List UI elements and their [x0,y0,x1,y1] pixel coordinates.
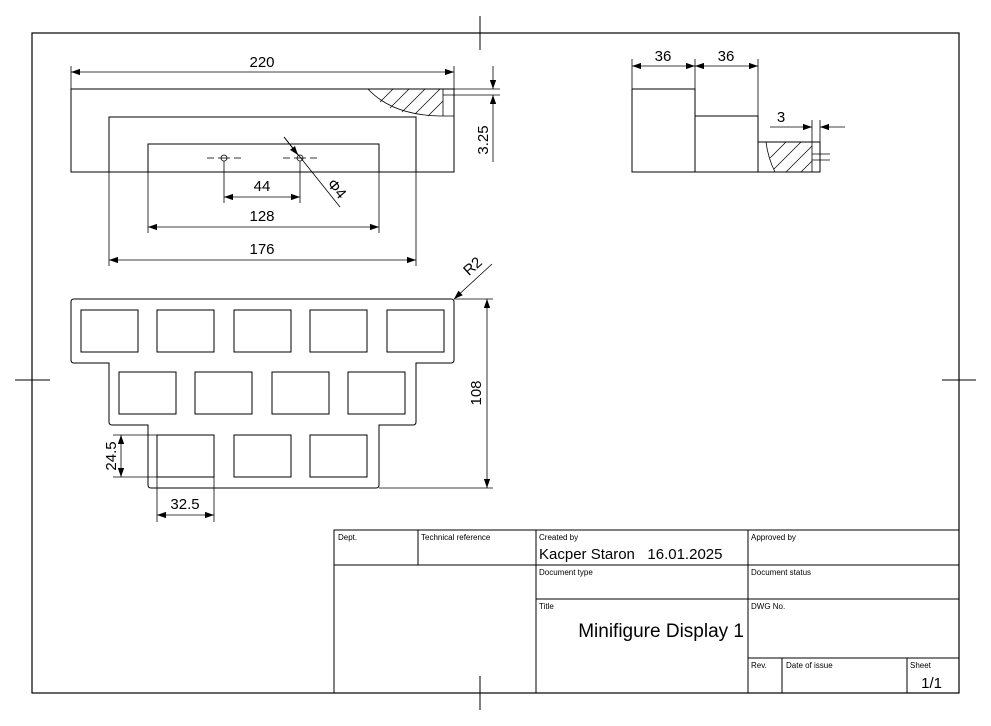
rev-label: Rev. [751,661,767,670]
technical-reference-label: Technical reference [421,533,491,542]
pocket [309,309,368,353]
dim-overall-width: 220 [70,54,455,89]
dwg-no-label: DWG No. [751,602,785,611]
pocket-row-2 [118,371,406,415]
dim-offset: 3 [770,109,845,142]
dim-total-height: 108 [379,298,493,489]
top-view: R2 108 24.5 32.5 [70,254,493,522]
mounting-hole-right [283,154,317,162]
date-of-issue-label: Date of issue [786,661,833,670]
title-label: Title [539,602,554,611]
dim-inner-width-label: 176 [249,241,274,258]
dim-upper-width: 36 [631,48,696,89]
dim-pocket-height: 24.5 [103,434,157,478]
pocket [233,309,292,353]
created-by-value: Kacper Staron 16.01.2025 [539,546,722,563]
pocket [80,309,139,353]
title-block: Dept. Technical reference Created by Kac… [333,529,960,694]
dim-hole-spacing: 44 [223,161,301,203]
dim-hole-spacing-label: 44 [254,178,271,195]
pocket [118,371,177,415]
drawing-title: Minifigure Display 1 [578,621,744,642]
dim-pocket-width-label: 32.5 [170,496,199,513]
dept-label: Dept. [338,533,357,542]
pocket [194,371,253,415]
dim-pocket-width: 32.5 [156,477,215,522]
pocket [271,371,330,415]
dim-total-height-label: 108 [468,380,485,405]
created-by-label: Created by [539,533,578,542]
pocket [156,434,215,478]
dim-upper-width-label: 36 [655,48,672,65]
dim-offset-label: 3 [777,109,785,126]
front-view: 220 3.25 44 128 176 [70,54,500,266]
document-type-label: Document type [539,568,593,577]
pocket [386,309,445,353]
document-status-label: Document status [751,568,811,577]
dim-slot-width: 128 [147,172,380,233]
sheet-value: 1/1 [921,675,942,692]
pocket [347,371,406,415]
sheet-label: Sheet [910,661,932,670]
drawing-frame [15,16,976,710]
side-section-hatch [765,141,830,173]
dim-overall-width-label: 220 [249,54,274,71]
dim-pocket-height-label: 24.5 [103,441,120,470]
dim-hole-diameter-label: Φ4 [323,176,349,202]
dim-lower-width: 36 [695,48,759,116]
dim-inner-width: 176 [108,172,417,266]
dim-step-height: 3.25 [454,66,500,162]
dim-step-height-label: 3.25 [475,125,492,154]
pocket-row-3 [156,434,368,478]
section-hatch [367,88,500,117]
pocket-row-1 [80,309,445,353]
dim-lower-width-label: 36 [718,48,735,65]
dim-slot-width-label: 128 [249,208,274,225]
pocket [309,434,368,478]
approved-by-label: Approved by [751,533,796,542]
dim-corner-radius: R2 [453,254,493,300]
mounting-hole-left [207,154,241,162]
side-view: 36 36 3 [631,48,845,173]
pocket [233,434,292,478]
dim-corner-radius-label: R2 [460,254,486,279]
pocket [156,309,215,353]
